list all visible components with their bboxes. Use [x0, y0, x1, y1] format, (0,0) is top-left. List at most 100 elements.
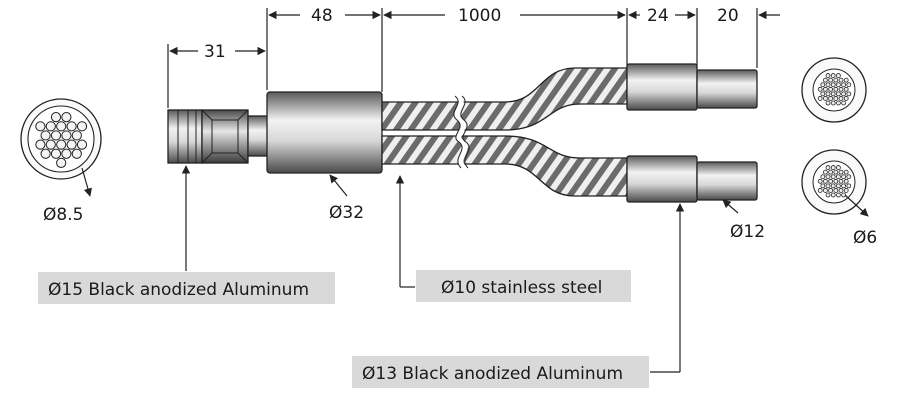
wire-strand [841, 183, 846, 189]
right-section-diameter: Ø6 [853, 228, 877, 248]
wire-strand [71, 148, 82, 159]
wire-strand [825, 100, 831, 106]
wire-strand [838, 169, 844, 175]
wire-strand [841, 100, 846, 106]
wire-strand [838, 77, 844, 83]
large-sleeve [266, 91, 383, 174]
wire-strand [830, 165, 836, 170]
wire-strand [843, 77, 849, 83]
wire-strand [833, 169, 839, 175]
wire-strand [50, 112, 62, 123]
wire-strand [66, 121, 77, 132]
wire-strand [825, 82, 831, 88]
callout-leaders [181, 165, 685, 373]
wire-strand [833, 188, 839, 193]
wire-strand [846, 91, 852, 97]
wire-strand [828, 77, 833, 83]
wire-strand [825, 174, 831, 180]
wire-strand [825, 91, 831, 97]
wire-strand [40, 130, 51, 141]
dimension-lines [167, 8, 780, 108]
wire-strand [838, 86, 844, 92]
left-section-diameter: Ø8.5 [43, 205, 83, 225]
wire-strand [836, 91, 841, 97]
wire-strand [825, 192, 831, 198]
wire-strand [838, 96, 844, 101]
end-sleeve-lower [626, 155, 758, 203]
wire-strand [828, 188, 833, 193]
wire-strand [836, 192, 841, 198]
wire-strand [833, 77, 839, 83]
wire-strand [836, 73, 841, 78]
wire-strand [833, 86, 839, 92]
wire-strand [56, 157, 67, 169]
callout-end-sleeve-text: Ø13 Black anodized Aluminum [362, 364, 623, 384]
wire-strand [830, 82, 836, 88]
wire-strand [71, 130, 82, 141]
wire-strand [836, 100, 841, 106]
callout-connector-text: Ø15 Black anodized Aluminum [48, 280, 309, 300]
wire-strand [823, 169, 828, 175]
wire-strand [817, 178, 823, 184]
wire-strand [843, 178, 849, 184]
wire-strand [838, 178, 844, 184]
wire-strand [836, 165, 841, 170]
wire-strand [836, 174, 841, 180]
wire-strand [830, 192, 836, 198]
callout-hose-text: Ø10 stainless steel [441, 278, 602, 298]
left-cross-section [20, 98, 102, 180]
wire-strand [830, 183, 836, 189]
wire-strand [35, 139, 46, 150]
wire-strand [828, 178, 833, 184]
wire-strand [841, 91, 846, 97]
braided-hoses [381, 67, 628, 197]
wire-strand [820, 82, 826, 88]
wire-strand [817, 96, 823, 101]
dimension-20: 20 [717, 6, 739, 26]
wire-strand [50, 148, 62, 159]
wire-strand [843, 96, 849, 101]
wire-strand [823, 178, 828, 184]
wire-strand [838, 188, 844, 193]
wire-strand [817, 188, 823, 193]
wire-strand [825, 165, 831, 170]
wire-strand [823, 188, 828, 193]
wire-strand [830, 174, 836, 180]
wire-strand [833, 178, 839, 184]
wire-strand [61, 112, 72, 123]
wire-strand [843, 188, 849, 193]
wire-strand [817, 86, 823, 92]
small-sleeve-diameter: Ø12 [730, 222, 765, 242]
wire-strand [825, 183, 831, 189]
wire-strand [56, 121, 67, 132]
large-sleeve-diameter: Ø32 [329, 203, 364, 223]
connector-body [167, 109, 269, 164]
wire-strand [56, 139, 67, 150]
dimension-48: 48 [311, 6, 333, 26]
dimension-24: 24 [647, 6, 669, 26]
wire-strand [846, 183, 852, 189]
wire-strand [828, 96, 833, 101]
wire-strand [833, 96, 839, 101]
wire-strand [50, 130, 62, 141]
wire-strand [841, 82, 846, 88]
wire-strand [820, 174, 826, 180]
wire-strand [828, 86, 833, 92]
wire-strand [846, 82, 852, 88]
wire-strand [846, 174, 852, 180]
wire-strand [830, 100, 836, 106]
wire-strand [820, 91, 826, 97]
wire-strand [828, 169, 833, 175]
wire-strand [830, 91, 836, 97]
callout-connector: Ø15 Black anodized Aluminum [38, 272, 335, 304]
end-sleeve-upper [626, 63, 758, 111]
dimension-31: 31 [204, 42, 226, 62]
wire-strand [820, 183, 826, 189]
wire-strand [45, 121, 56, 132]
wire-strand [823, 77, 828, 83]
wire-strand [825, 73, 831, 78]
right-cross-section-upper [801, 57, 867, 123]
wire-strand [841, 174, 846, 180]
wire-strand [836, 82, 841, 88]
